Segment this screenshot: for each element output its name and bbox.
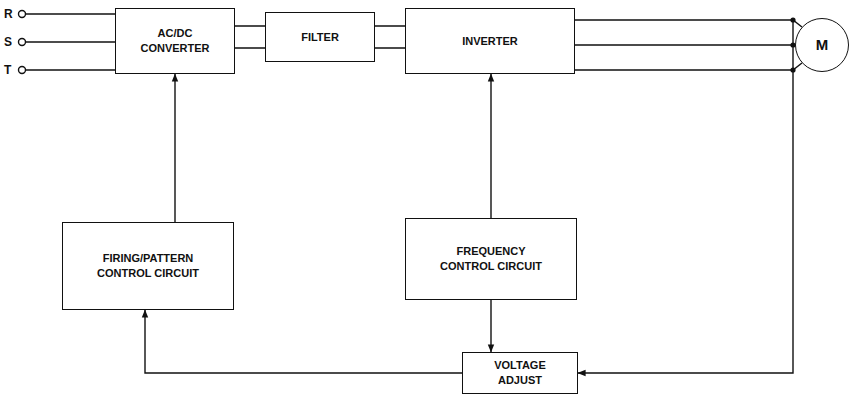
box-label: M	[816, 35, 829, 55]
signal-arrow	[490, 300, 491, 352]
signal-arrow	[490, 74, 491, 218]
process-box: VOLTAGE ADJUST	[462, 352, 578, 394]
box-label: AC/DC CONVERTER	[134, 26, 216, 56]
signal-arrow	[578, 20, 793, 373]
box-label: FREQUENCY CONTROL CIRCUIT	[439, 244, 543, 274]
process-box: FIRING/PATTERN CONTROL CIRCUIT	[62, 222, 234, 310]
box-label: FIRING/PATTERN CONTROL CIRCUIT	[92, 251, 204, 281]
phase-label: S	[4, 36, 12, 48]
phase-label: R	[4, 8, 13, 20]
power-line	[575, 20, 802, 70]
box-label: FILTER	[301, 30, 339, 45]
process-box: FILTER	[265, 12, 375, 62]
box-label: INVERTER	[462, 34, 518, 49]
supply-wire	[26, 13, 115, 14]
signal-arrow	[145, 310, 462, 373]
supply-wire	[26, 69, 115, 70]
process-box: AC/DC CONVERTER	[115, 8, 235, 74]
process-box: INVERTER	[405, 8, 575, 74]
power-line	[375, 26, 405, 48]
box-label: VOLTAGE ADJUST	[489, 358, 551, 388]
power-line	[235, 26, 265, 48]
supply-wire	[26, 41, 115, 42]
process-box: FREQUENCY CONTROL CIRCUIT	[405, 218, 577, 300]
terminal	[19, 67, 26, 74]
signal-arrow	[174, 74, 175, 222]
motor-circle: M	[795, 18, 849, 72]
terminal	[19, 39, 26, 46]
terminal	[19, 11, 26, 18]
phase-label: T	[4, 64, 11, 76]
